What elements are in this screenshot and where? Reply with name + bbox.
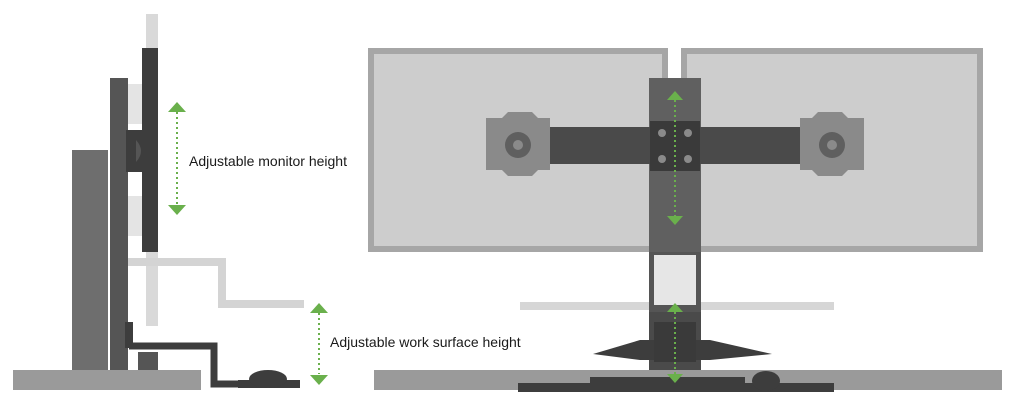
side-monitor-mount [126, 130, 142, 172]
bolt-icon [684, 155, 692, 163]
bolt-icon [684, 129, 692, 137]
front-vesa-plate-left [486, 112, 550, 176]
side-mast-column [110, 78, 128, 370]
work-surface-height-label: Adjustable work surface height [330, 334, 521, 350]
front-view [368, 48, 1002, 392]
bolt-icon [658, 129, 666, 137]
side-surface-block [138, 352, 158, 370]
monitor-height-arrow [168, 102, 186, 215]
front-mouse [752, 371, 780, 391]
bolt-icon [658, 155, 666, 163]
side-view: Adjustable monitor height Adjustable wor… [13, 14, 521, 390]
side-floor [13, 370, 201, 390]
front-keyboard-tray [518, 383, 834, 392]
side-ghost-lower-bracket [126, 196, 146, 236]
side-monitor [142, 48, 158, 252]
front-work-surface-height-arrow [667, 303, 683, 383]
side-ghost-upper-bracket [126, 84, 146, 124]
front-keyboard [590, 377, 745, 384]
side-monitor-mount-knob [136, 140, 141, 162]
work-surface-height-arrow [310, 303, 328, 385]
side-surface-post [125, 322, 133, 348]
front-column-telescope [654, 255, 696, 305]
side-back-panel [72, 150, 108, 370]
monitor-height-label: Adjustable monitor height [189, 153, 347, 169]
front-vesa-plate-right [800, 112, 864, 176]
front-monitor-height-arrow [667, 91, 683, 225]
side-ghost-surface-arm [128, 258, 304, 308]
side-mouse [249, 370, 287, 388]
